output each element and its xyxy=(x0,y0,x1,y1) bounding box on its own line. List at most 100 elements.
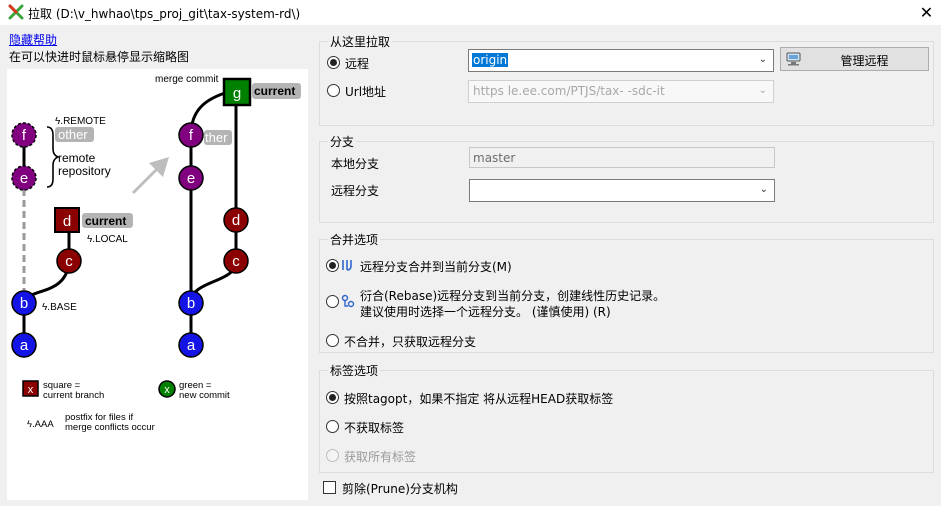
pull-help-diagram: f e d c b a ϟ.REMOTE other remote reposi… xyxy=(7,69,308,500)
legend-green-icon xyxy=(158,380,176,398)
remote-repository-line1: remote xyxy=(58,151,96,165)
branch-title: 分支 xyxy=(328,133,357,150)
legend-square-line2: current branch xyxy=(43,390,104,401)
other-tag-left xyxy=(55,127,94,142)
legend-green-line2: new commit xyxy=(179,390,230,401)
other-tag-right xyxy=(204,130,232,145)
current-tag-left xyxy=(82,213,133,228)
node-c-label: c xyxy=(65,253,73,270)
rebase-line1[interactable]: 衍合(Rebase)远程分支到当前分支，创建线性历史记录。 xyxy=(360,289,666,303)
current-tag-left-text: current xyxy=(85,214,126,228)
node-d-right-label: d xyxy=(232,212,240,229)
current-tag-right-text: current xyxy=(254,84,295,98)
local-suffix-label: ϟ.LOCAL xyxy=(87,234,128,245)
all-tags-label: 获取所有标签 xyxy=(344,450,417,464)
title-bar: 拉取 (D:\v_hwhao\tps_proj_git\tax-system-r… xyxy=(0,0,941,25)
node-a-left xyxy=(11,332,37,358)
manage-remotes-label: 管理远程 xyxy=(840,54,889,68)
node-a-right xyxy=(178,332,204,358)
node-c-right xyxy=(223,248,249,274)
close-icon: ✕ xyxy=(919,3,934,22)
node-c-right-label: c xyxy=(232,253,240,270)
chevron-down-icon: ⌄ xyxy=(759,184,768,195)
fetch-only-label[interactable]: 不合并，只获取远程分支 xyxy=(344,335,477,349)
node-b-right xyxy=(178,290,204,316)
other-tag-left-text: other xyxy=(58,127,88,142)
all-tags-radio xyxy=(326,449,339,462)
node-f-label: f xyxy=(22,127,27,144)
tag-options-group: 标签选项 按照tagopt，如果不指定 将从远程HEAD获取标签 不获取标签 获… xyxy=(319,362,934,473)
chevron-down-icon: ⌄ xyxy=(758,85,767,96)
legend-green-line1: green = xyxy=(179,380,212,391)
node-f-right xyxy=(178,122,204,148)
remote-repository-line2: repository xyxy=(58,164,111,178)
url-radio-label[interactable]: Url地址 xyxy=(345,85,387,99)
window-title: 拉取 (D:\v_hwhao\tps_proj_git\tax-system-r… xyxy=(28,7,301,21)
pull-from-group: 从这里拉取 远程 origin ⌄ 管理远程 Url地址 https le.ee… xyxy=(319,33,934,126)
remote-brace xyxy=(46,126,61,188)
tagopt-radio[interactable] xyxy=(326,391,339,404)
url-radio[interactable] xyxy=(327,84,340,97)
url-select-value: https le.ee.com/PTJS/tax- -sdc-it xyxy=(473,84,665,98)
help-hint-text: 在可以快进时鼠标悬停显示缩略图 xyxy=(9,50,190,64)
remote-radio-label[interactable]: 远程 xyxy=(345,57,370,71)
current-tag-right xyxy=(252,83,301,99)
legend-postfix-line1: postfix for files if xyxy=(65,412,133,423)
merge-radio[interactable] xyxy=(326,259,339,272)
remote-server-icon xyxy=(786,52,801,66)
git-app-icon xyxy=(8,4,24,20)
no-tags-label[interactable]: 不获取标签 xyxy=(344,421,405,435)
transition-arrow-icon xyxy=(132,157,169,194)
legend-green-marker: x xyxy=(164,384,170,396)
node-e-left xyxy=(11,165,37,191)
fetch-only-radio[interactable] xyxy=(326,334,339,347)
node-d-left-square xyxy=(54,207,80,233)
chevron-down-icon: ⌄ xyxy=(758,54,767,65)
merge-icon xyxy=(342,260,352,271)
merge-commit-label: merge commit xyxy=(155,74,219,85)
base-suffix-label: ϟ.BASE xyxy=(42,302,77,313)
close-button[interactable]: ✕ xyxy=(912,0,941,25)
rebase-icon xyxy=(341,294,355,308)
remote-radio[interactable] xyxy=(327,56,340,69)
prune-label[interactable]: 剪除(Prune)分支机构 xyxy=(342,482,458,496)
prune-checkbox[interactable] xyxy=(323,481,336,494)
node-b-right-label: b xyxy=(187,295,195,312)
node-e-right xyxy=(178,165,204,191)
manage-remotes-button[interactable]: 管理远程 xyxy=(780,47,929,71)
legend-square-marker: x xyxy=(28,384,34,396)
branch-diagram: f e d c b a ϟ.REMOTE other remote reposi… xyxy=(11,74,301,433)
node-g-merge-square xyxy=(222,77,252,107)
node-d-right xyxy=(223,207,249,233)
tag-options-title: 标签选项 xyxy=(328,362,381,379)
node-a-label: a xyxy=(20,337,29,354)
node-f-right-label: f xyxy=(189,127,194,144)
node-d-label: d xyxy=(63,213,71,230)
node-g-label: g xyxy=(233,85,241,102)
remote-suffix-label: ϟ.REMOTE xyxy=(55,116,106,127)
node-a-right-label: a xyxy=(187,337,196,354)
merge-options-group: 合并选项 远程分支合并到当前分支(M) 衍合(Rebase)远程分支到当前分支，… xyxy=(319,231,934,353)
local-branch-field: master xyxy=(469,147,775,168)
no-tags-radio[interactable] xyxy=(326,420,339,433)
remote-branch-label: 远程分支 xyxy=(331,184,380,198)
merge-options-title: 合并选项 xyxy=(328,231,381,248)
node-e-label: e xyxy=(20,170,28,187)
local-branch-value: master xyxy=(473,151,516,165)
remote-branch-select[interactable]: ⌄ xyxy=(469,179,775,202)
local-branch-label: 本地分支 xyxy=(331,157,380,171)
node-b-left xyxy=(11,290,37,316)
branch-group: 分支 本地分支 master 远程分支 ⌄ xyxy=(319,133,934,223)
tagopt-label[interactable]: 按照tagopt，如果不指定 将从远程HEAD获取标签 xyxy=(344,392,614,406)
node-e-right-label: e xyxy=(187,170,195,187)
url-select[interactable]: https le.ee.com/PTJS/tax- -sdc-it ⌄ xyxy=(468,80,774,103)
legend-square-icon xyxy=(22,380,39,397)
node-b-label: b xyxy=(20,295,28,312)
hide-help-link[interactable]: 隐藏帮助 xyxy=(9,33,58,47)
remote-select[interactable]: origin ⌄ xyxy=(468,49,774,72)
legend-postfix-marker: ϟ.AAA xyxy=(27,419,54,430)
node-f-left xyxy=(11,122,37,148)
merge-radio-label[interactable]: 远程分支合并到当前分支(M) xyxy=(360,260,512,274)
rebase-radio[interactable] xyxy=(326,295,339,308)
rebase-line2[interactable]: 建议使用时选择一个远程分支。 (谨慎使用) (R) xyxy=(360,305,611,319)
